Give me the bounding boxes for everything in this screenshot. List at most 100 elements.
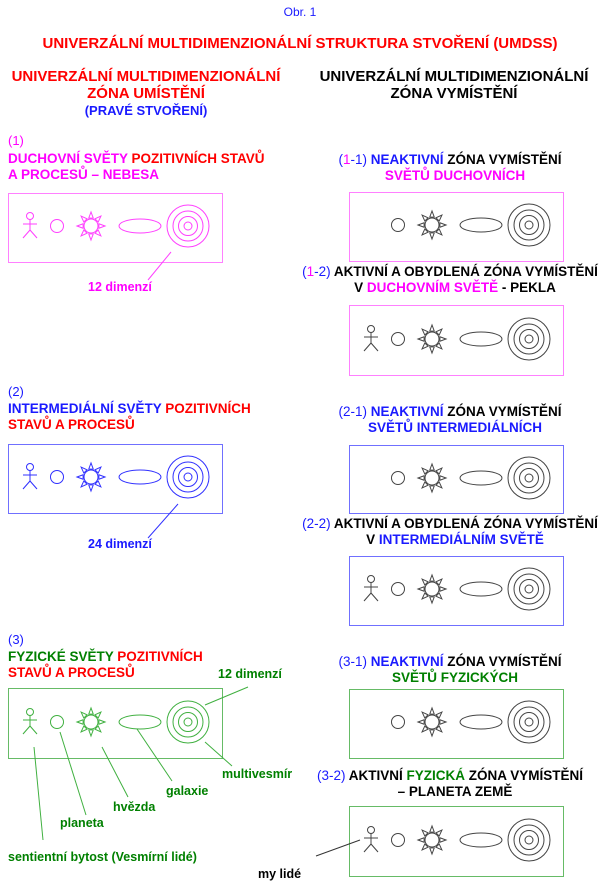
stick-figure-leg-left (363, 342, 372, 352)
zone-3-1-paren-open: ( (338, 654, 343, 669)
zone-3-1-inactive: NEAKTIVNÍ (367, 654, 444, 669)
zone-1-2-line2-prefix: V (354, 280, 367, 295)
multiverse-icon (166, 455, 210, 499)
stick-figure-icon (22, 708, 38, 735)
galaxy-icon (459, 832, 503, 848)
zone-1-2-num-dash: - (314, 264, 319, 279)
multiverse-ring (507, 456, 551, 500)
leader-line-planet (59, 731, 87, 816)
leader-line-galaxy (136, 728, 173, 782)
section-3-heading-line1: FYZICKÉ SVĚTY POZITIVNÍCH (8, 649, 203, 665)
panel-zone-3-2-frame (349, 806, 564, 877)
star-ray (80, 466, 88, 474)
panel-intermediate-worlds-frame (8, 444, 223, 514)
zone-3-1-zone-text: ZÓNA VYMÍSTĚNÍ (443, 654, 562, 669)
stick-figure-icon (363, 325, 379, 352)
panel-zone-1-2 (349, 305, 564, 376)
galaxy-icon (459, 581, 503, 597)
zone-1-1-num-dash: - (350, 152, 355, 167)
star-ray (80, 480, 88, 488)
zone-3-1-num-minor: 1 (354, 654, 363, 669)
zone-3-2-heading-line1: (3-2) AKTIVNÍ FYZICKÁ ZÓNA VYMÍSTĚNÍ (300, 768, 600, 784)
section-3-heading-line2: STAVŮ A PROCESŮ (8, 665, 135, 680)
zone-1-2-heading-line2: V DUCHOVNÍM SVĚTĚ - PEKLA (300, 280, 600, 296)
zone-2-1-paren-open: ( (338, 404, 343, 419)
star-ray (88, 706, 94, 715)
panel-zone-2-2-frame (349, 556, 564, 626)
zone-2-2-num-dash: - (314, 516, 319, 531)
galaxy-icon (118, 469, 162, 485)
star-ray (416, 336, 425, 342)
panel-zone-3-1 (349, 689, 564, 759)
right-header-line2: ZÓNA VYMÍSTĚNÍ (390, 85, 518, 102)
zone-3-2-paren-close: ) (341, 768, 346, 783)
multiverse-ring (507, 567, 551, 611)
section-1-heading-part-b: POZITIVNÍCH STAVŮ (131, 151, 265, 166)
star-ray (421, 725, 429, 733)
stick-figure-leg-right (370, 843, 379, 853)
zone-2-2-num-minor: 2 (318, 516, 327, 531)
star-ray (416, 837, 425, 843)
star-ray (421, 467, 429, 475)
multiverse-ring (513, 573, 545, 605)
label-galaxy: galaxie (166, 784, 209, 798)
multiverse-icon (507, 567, 551, 611)
star-ray (98, 719, 107, 725)
zone-2-2-zone-text: AKTIVNÍ A OBYDLENÁ ZÓNA VYMÍSTĚNÍ (330, 516, 598, 531)
star-ray (421, 592, 429, 600)
section-2-heading-part-b: POZITIVNÍCH (165, 401, 251, 416)
stick-figure-leg-left (22, 725, 31, 735)
section-1-heading-part-a: DUCHOVNÍ SVĚTY (8, 151, 132, 166)
star-ray (88, 233, 94, 242)
multiverse-ring (519, 468, 539, 488)
star-ray (435, 843, 443, 851)
star-ray (94, 480, 102, 488)
multiverse-ring (183, 221, 193, 231)
stick-figure-icon (363, 826, 379, 853)
leader-line-24-dimensions (147, 503, 179, 539)
star-core (424, 581, 440, 597)
label-star: hvězda (113, 800, 156, 814)
star-ray (435, 592, 443, 600)
zone-3-1-heading-line2: SVĚTŮ FYZICKÝCH (391, 670, 518, 685)
leader-line-12-dimensions-physical (204, 686, 249, 706)
star-ray (435, 481, 443, 489)
multiverse-icon (166, 204, 210, 248)
planet-icon (50, 470, 64, 484)
multiverse-icon (507, 203, 551, 247)
zone-3-1-num-dash: - (350, 654, 355, 669)
multiverse-ring (519, 830, 539, 850)
panel-physical-worlds-frame (8, 688, 223, 759)
planet-icon (391, 471, 405, 485)
panel-spiritual-worlds (8, 193, 223, 263)
multiverse-ring (513, 209, 545, 241)
panel-zone-1-1-frame (349, 192, 564, 262)
star-core (424, 714, 440, 730)
star-ray (429, 729, 435, 738)
panel-spiritual-worlds-frame (8, 193, 223, 263)
zone-2-2-heading-line2: V INTERMEDIÁLNÍM SVĚTĚ (300, 532, 600, 548)
stick-figure-leg-left (363, 592, 372, 602)
star-core (424, 217, 440, 233)
star-ray (435, 467, 443, 475)
star-ray (416, 475, 425, 481)
section-1-dimension-label: 12 dimenzí (88, 280, 152, 294)
section-1-heading-line2: A PROCESŮ – NEBESA (8, 167, 160, 182)
section-2-number: (2) (8, 384, 24, 399)
star-ray (421, 843, 429, 851)
galaxy-icon (459, 470, 503, 486)
star-ray (80, 725, 88, 733)
stick-figure-icon (22, 463, 38, 490)
panel-zone-1-2-frame (349, 305, 564, 376)
star-ray (421, 578, 429, 586)
panel-zone-2-1-frame (349, 445, 564, 514)
star-core (83, 469, 99, 485)
star-ray (429, 462, 435, 471)
planet-icon (391, 218, 405, 232)
section-2-heading-line2: STAVŮ A PROCESŮ (8, 417, 135, 432)
zone-1-2-num-minor: 2 (318, 264, 327, 279)
galaxy-icon (459, 714, 503, 730)
star-icon (75, 461, 107, 493)
section-1-heading-line1: DUCHOVNÍ SVĚTY POZITIVNÍCH STAVŮ (8, 151, 265, 167)
